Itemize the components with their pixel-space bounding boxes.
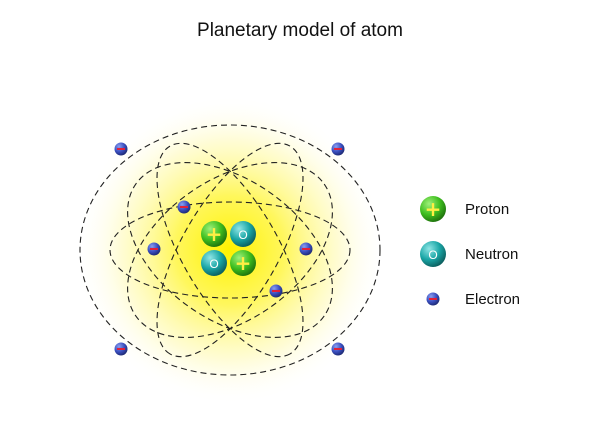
nucleus: + O O + <box>201 221 256 276</box>
orbit-group <box>79 124 381 376</box>
diagram-title: Planetary model of atom <box>197 20 403 41</box>
orbit <box>79 124 381 376</box>
proton: + <box>230 250 256 276</box>
legend-item-proton: + Proton <box>420 196 509 222</box>
orbit <box>156 142 304 358</box>
orbit <box>127 162 333 338</box>
electron-group <box>114 142 345 356</box>
orbit <box>127 162 333 338</box>
electron <box>147 242 161 256</box>
orbit <box>109 201 351 299</box>
electron <box>269 284 283 298</box>
legend-neutron-glyph: O <box>428 248 437 262</box>
electron <box>331 142 345 156</box>
neutron: O <box>230 221 256 247</box>
electron <box>299 242 313 256</box>
nucleus-glow <box>75 95 385 405</box>
proton-glyph: + <box>235 251 252 275</box>
neutron-glyph: O <box>209 257 218 271</box>
proton-glyph: + <box>206 222 223 246</box>
legend-label-electron: Electron <box>465 291 520 308</box>
legend-label-neutron: Neutron <box>465 246 518 263</box>
electron <box>114 342 128 356</box>
legend-item-neutron: O Neutron <box>420 241 518 267</box>
electron-minus <box>429 298 437 300</box>
legend-proton-glyph: + <box>425 197 442 221</box>
legend-item-electron: Electron <box>426 291 520 308</box>
neutron-icon <box>420 241 446 267</box>
proton-icon <box>420 196 446 222</box>
proton: + <box>201 221 227 247</box>
neutron: O <box>201 250 227 276</box>
legend: + Proton O Neutron Electron <box>420 196 520 308</box>
electron <box>331 342 345 356</box>
electron <box>114 142 128 156</box>
legend-label-proton: Proton <box>465 201 509 218</box>
orbit <box>156 142 304 358</box>
electron <box>177 200 191 214</box>
neutron-glyph: O <box>238 228 247 242</box>
